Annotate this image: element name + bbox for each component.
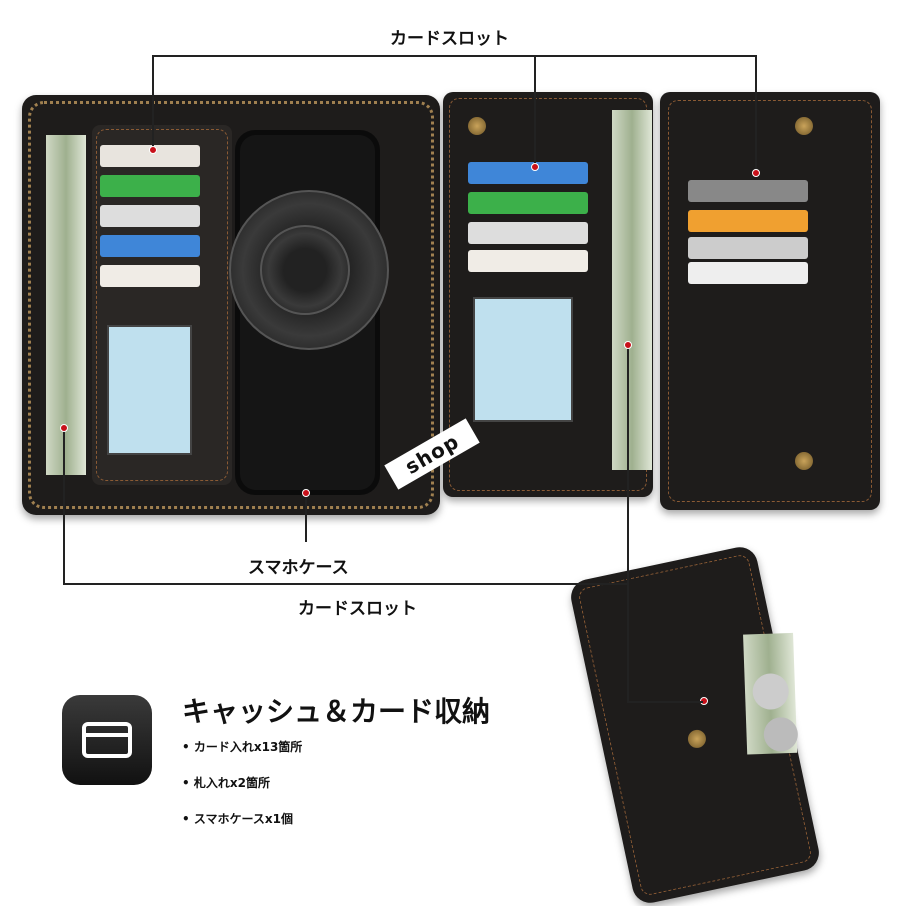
left-wallet-photo [22,95,440,515]
phone-case [229,130,389,495]
phone-case-label: スマホケース [248,558,349,578]
banknotes [612,110,652,470]
right-wallet-back [660,92,880,510]
banknotes [46,135,86,475]
feature-list: • カード入れx13箇所 • 札入れx2箇所 • スマホケースx1個 [182,738,302,846]
card-slot-label-top: カードスロット [390,29,509,49]
feature-bullet: • スマホケースx1個 [182,812,293,826]
closed-wallet-photo [567,543,823,906]
feature-bullet: • カード入れx13箇所 [182,740,303,754]
feature-title: キャッシュ＆カード収納 [182,695,491,728]
card-wallet-icon [62,695,152,785]
card-panel [92,125,232,485]
card-slot-label-bottom: カードスロット [298,599,417,619]
feature-bullet: • 札入れx2箇所 [182,776,270,790]
